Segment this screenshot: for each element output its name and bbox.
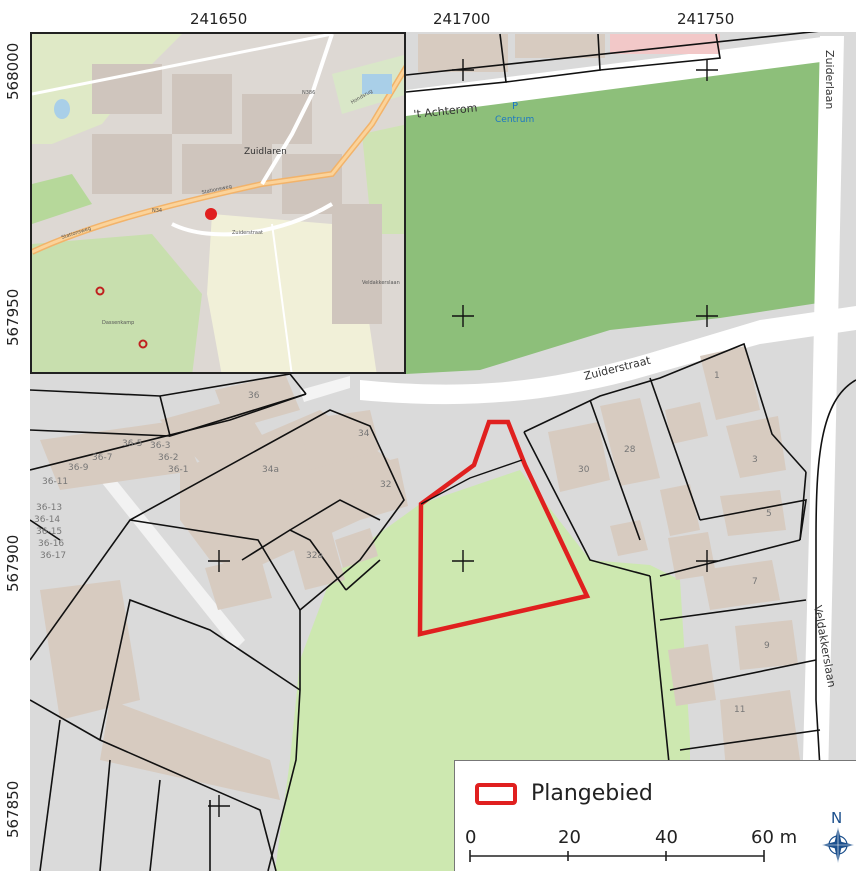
road-achterom	[406, 36, 836, 116]
building	[40, 580, 140, 720]
cadastral-map[interactable]: 't Achterom P Centrum Zuiderstraat Zuide…	[30, 32, 856, 871]
building	[335, 528, 378, 568]
coord-x-241650: 241650	[190, 10, 248, 28]
plangebied-swatch-icon	[475, 783, 517, 805]
house-number: 5	[766, 509, 772, 519]
coord-y-567900: 567900	[4, 534, 22, 592]
inset-road-label: Zuiderstraat	[232, 230, 263, 236]
house-number: 36-15	[36, 527, 62, 537]
inset-road-label: Veldakkerslaan	[362, 280, 400, 286]
road-zuiderstraat	[360, 306, 856, 405]
building	[350, 458, 408, 520]
overview-inset-map[interactable]: Zuidlaren Stationsweg Stationsweg Hondsr…	[30, 32, 406, 374]
house-number: 28	[624, 445, 636, 455]
house-number: 32a	[306, 551, 323, 561]
park-area	[406, 44, 838, 374]
road-zuiderlaan	[800, 36, 844, 871]
scale-label-40: 40	[655, 827, 678, 848]
scale-label-0: 0	[465, 827, 477, 848]
house-number: 36	[248, 391, 260, 401]
green-area	[32, 174, 92, 224]
house-number: 34	[358, 429, 370, 439]
water	[362, 74, 392, 94]
house-number: 36-5	[122, 439, 142, 449]
scale-label-60: 60 m	[751, 827, 798, 848]
inset-canvas: Zuidlaren Stationsweg Stationsweg Hondsr…	[32, 34, 404, 372]
house-number: 9	[764, 641, 770, 651]
house-numbers: 36 34 34a 32 32a 30 28 1 3 5 7 9 11 36-5…	[34, 371, 772, 715]
building	[720, 490, 786, 536]
legend-label-plangebied: Plangebied	[531, 781, 653, 806]
building	[100, 700, 280, 800]
building	[300, 410, 380, 470]
building	[610, 520, 648, 556]
house-number: 36-9	[68, 463, 89, 473]
water	[54, 99, 70, 119]
plangebied-outline	[417, 419, 591, 637]
north-arrow-icon: N	[822, 809, 854, 863]
house-number: 36-3	[150, 441, 170, 451]
house-number: 36-14	[34, 515, 60, 525]
house-number: 36-2	[158, 453, 178, 463]
building	[735, 620, 798, 670]
building	[290, 526, 345, 590]
inset-place-label: Dassenkamp	[102, 320, 134, 326]
grid-crosses	[208, 59, 718, 817]
building	[600, 398, 660, 486]
north-label: N	[831, 809, 842, 827]
centrum-label: Centrum	[495, 115, 534, 125]
building	[702, 560, 780, 610]
building	[515, 34, 605, 58]
building	[660, 484, 700, 536]
main-road-inner	[32, 67, 404, 254]
road	[271, 223, 293, 372]
road-path	[98, 470, 245, 650]
scale-label-20: 20	[558, 827, 581, 848]
building	[610, 34, 720, 54]
house-number: 36-1	[168, 465, 188, 475]
coord-x-241750: 241750	[677, 10, 735, 28]
parking-label: P	[512, 101, 518, 112]
house-number: 34a	[262, 465, 279, 475]
building	[668, 532, 716, 580]
coord-x-241700: 241700	[433, 10, 491, 28]
road	[260, 34, 334, 186]
house-number: 36-7	[92, 453, 112, 463]
road	[171, 202, 334, 237]
house-number: 36-13	[36, 503, 62, 513]
coord-y-568000: 568000	[4, 42, 22, 100]
house-number: 3	[752, 455, 758, 465]
house-number: 36-11	[42, 477, 68, 487]
building	[700, 346, 760, 420]
house-number: 32	[380, 480, 391, 490]
house-number: 1	[714, 371, 720, 381]
coord-y-567950: 567950	[4, 288, 22, 346]
inset-road-label: N386	[302, 90, 315, 96]
coord-y-567850: 567850	[4, 780, 22, 838]
building	[720, 690, 800, 770]
poi-marker-icon	[138, 339, 148, 349]
road-top-left	[300, 376, 350, 402]
map-legend: Plangebied 0 20 40 60 m N	[454, 760, 856, 871]
inset-town-label: Zuidlaren	[244, 147, 287, 157]
poi-marker-icon	[95, 286, 105, 296]
inner-parcel-line	[420, 459, 523, 505]
scale-bar	[469, 850, 765, 862]
parcel-lines	[30, 32, 856, 871]
building	[668, 644, 716, 706]
forest-area	[32, 234, 202, 372]
location-marker-icon	[205, 208, 217, 220]
building	[548, 422, 610, 492]
building	[665, 402, 708, 444]
road	[32, 34, 333, 96]
house-number: 30	[578, 465, 590, 475]
house-number: 7	[752, 577, 758, 587]
street-label-zuiderlaan: Zuiderlaan	[823, 50, 836, 109]
house-number: 36-16	[38, 539, 64, 549]
map-canvas: 't Achterom P Centrum Zuiderstraat Zuide…	[30, 32, 856, 871]
inset-road-label: N34	[152, 208, 162, 214]
house-number: 36-17	[40, 551, 66, 561]
house-number: 11	[734, 705, 745, 715]
building	[205, 555, 272, 610]
